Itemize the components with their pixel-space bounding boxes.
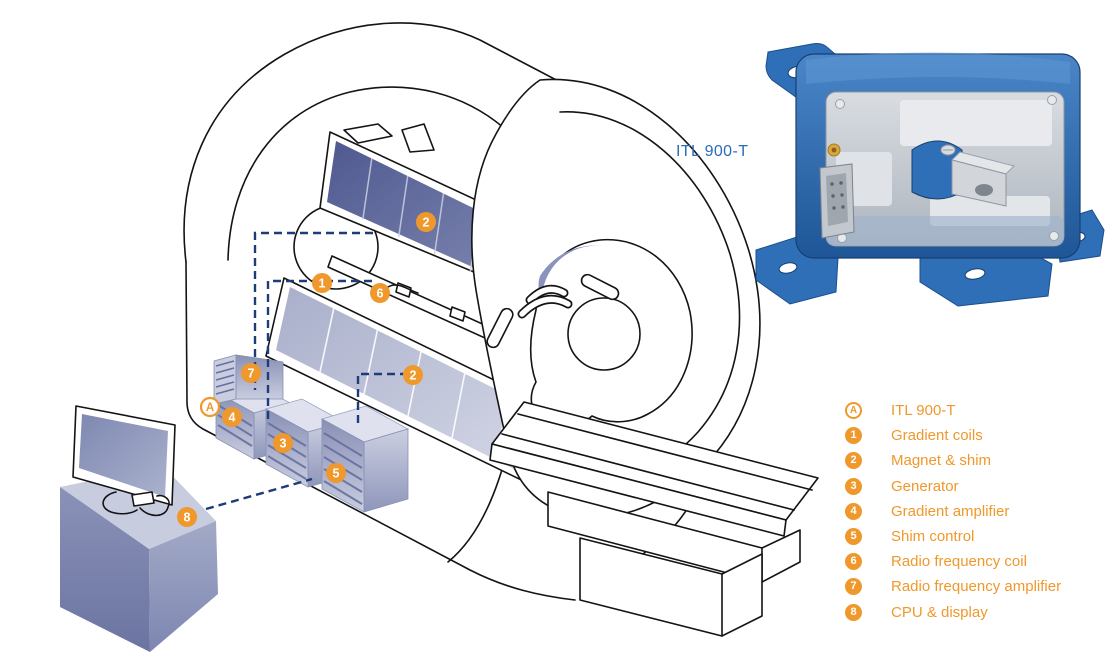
shim-control-cabinet [320, 405, 410, 513]
legend-badge-5: 5 [845, 528, 862, 546]
sma-connector [827, 143, 841, 157]
callout-2-upper: 2 [416, 212, 436, 232]
legend-item-rf-amplifier: 7 Radio frequency amplifier [845, 574, 1061, 599]
callout-2-lower: 2 [403, 365, 423, 385]
legend-item-itl900t: A ITL 900-T [845, 398, 1061, 423]
legend-badge-6: 6 [845, 553, 862, 571]
legend-item-generator: 3 Generator [845, 474, 1061, 499]
legend-badge-3: 3 [845, 477, 862, 495]
dashed-link-gradient [266, 279, 372, 423]
svg-text:4: 4 [229, 411, 236, 425]
legend-item-gradient-amplifier: 4 Gradient amplifier [845, 499, 1061, 524]
device-top-highlight [806, 52, 1070, 84]
patient-table [489, 401, 819, 637]
cpu-display-workstation [60, 405, 218, 652]
ring-arc-slots [517, 284, 573, 319]
legend-item-cpu-display: 8 CPU & display [845, 600, 1061, 625]
callout-a: A [199, 396, 221, 418]
legend-label: Radio frequency coil [891, 553, 1027, 571]
callout-8: 8 [177, 507, 197, 527]
legend-item-gradient-coils: 1 Gradient coils [845, 423, 1061, 448]
legend: A ITL 900-T 1 Gradient coils 2 Magnet & … [845, 398, 1061, 625]
magnet-housing-inner-rim [227, 86, 505, 261]
legend-item-magnet-shim: 2 Magnet & shim [845, 448, 1061, 473]
dsub-connector [819, 163, 855, 239]
dashed-link-magnet [253, 231, 373, 390]
legend-label: CPU & display [891, 603, 988, 621]
callout-3: 3 [273, 433, 293, 453]
legend-badge-7: 7 [845, 578, 862, 596]
device-lower-band [826, 216, 1064, 246]
svg-text:2: 2 [423, 216, 430, 230]
legend-item-shim-control: 5 Shim control [845, 524, 1061, 549]
product-label: ITL 900-T [676, 143, 749, 160]
callout-1: 1 [312, 273, 332, 293]
svg-text:3: 3 [280, 437, 287, 451]
panel-screws [835, 95, 1059, 243]
callout-6: 6 [370, 283, 390, 303]
svg-text:A: A [206, 402, 214, 414]
machine-base-edge [185, 261, 576, 601]
legend-label: ITL 900-T [891, 402, 956, 420]
monitor-stand-base [131, 491, 155, 507]
svg-text:5: 5 [333, 467, 340, 481]
slab-mount-block [401, 123, 435, 153]
dashed-link-shim [356, 372, 408, 426]
slab-mount-block [343, 123, 393, 144]
svg-text:6: 6 [377, 287, 384, 301]
legend-badge-8: 8 [845, 603, 862, 621]
bore-opening [529, 238, 693, 431]
svg-text:1: 1 [319, 277, 326, 291]
legend-badge-4: 4 [845, 502, 862, 520]
desk-side [149, 521, 218, 652]
legend-label: Shim control [891, 528, 975, 546]
ring-slot [486, 307, 514, 349]
legend-label: Magnet & shim [891, 452, 992, 470]
legend-badge-1: 1 [845, 427, 862, 445]
legend-label: Gradient coils [891, 427, 983, 445]
legend-badge-a: A [845, 402, 862, 420]
device-label-area [900, 100, 1052, 146]
mouse-cable [139, 494, 170, 517]
legend-label: Radio frequency amplifier [891, 578, 1062, 596]
connection-lines [205, 231, 408, 511]
desk-top [60, 466, 216, 549]
ring-slot [580, 273, 620, 301]
desk-front [60, 487, 150, 652]
legend-item-rf-coil: 6 Radio frequency coil [845, 549, 1061, 574]
callout-4: 4 [222, 407, 242, 427]
clamp-fitting [911, 140, 1015, 207]
callout-5: 5 [326, 463, 346, 483]
legend-label: Generator [891, 477, 959, 495]
monitor-stand [102, 491, 138, 515]
mri-machine [60, 22, 819, 652]
svg-text:7: 7 [248, 367, 255, 381]
callout-7: 7 [241, 363, 261, 383]
legend-label: Gradient amplifier [891, 502, 1010, 520]
svg-text:8: 8 [184, 511, 191, 525]
legend-badge-2: 2 [845, 452, 862, 470]
svg-text:2: 2 [410, 369, 417, 383]
dashed-link-cpu [205, 477, 313, 511]
monitor-screen [79, 414, 168, 497]
product-photo [755, 43, 1105, 307]
